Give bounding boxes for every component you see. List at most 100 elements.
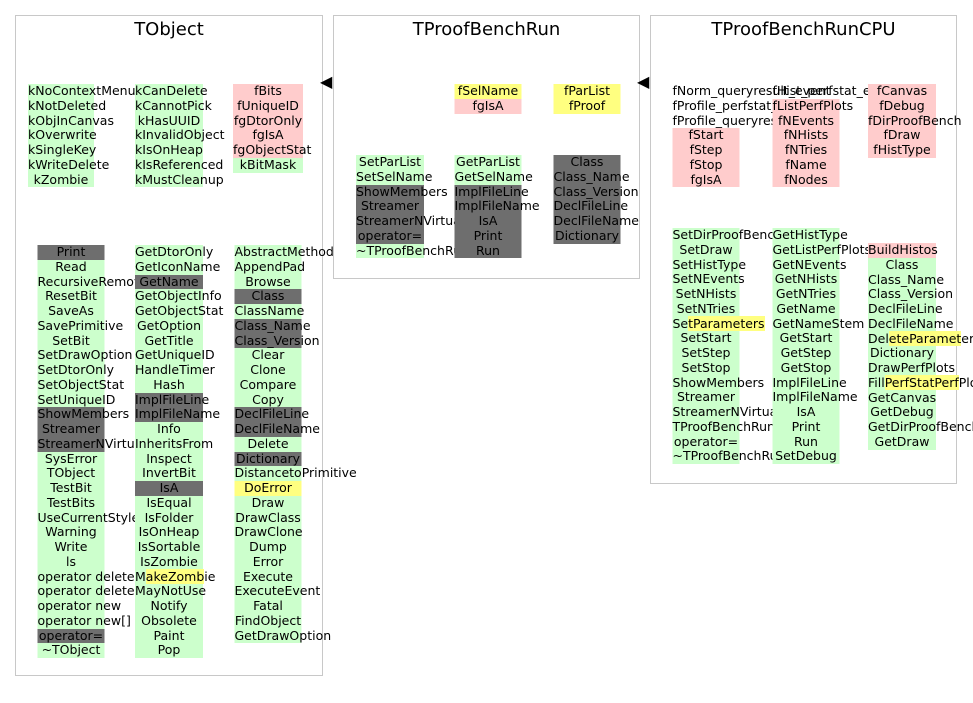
member-item: GetNameStem — [772, 316, 864, 332]
member-item: SetStart — [672, 330, 740, 346]
member-item: SetBit — [37, 333, 105, 349]
member-label: DeclFileName — [234, 421, 320, 436]
member-label: IsA — [159, 480, 179, 495]
member-swatch — [234, 495, 302, 511]
member-label: ~TObject — [41, 642, 101, 658]
member-item: operator= — [356, 228, 424, 244]
member-swatch — [233, 143, 303, 158]
member-label: kCanDelete — [135, 83, 208, 98]
member-item: DistancetoPrimitive — [234, 465, 357, 481]
member-label: kSingleKey — [28, 142, 97, 157]
member-item: SysError — [37, 451, 105, 467]
member-swatch — [37, 392, 105, 408]
member-item: DrawPerfPlots — [868, 360, 955, 376]
member-swatch — [37, 436, 105, 452]
member-label: fCanvas — [876, 83, 928, 98]
member-swatch — [672, 172, 740, 188]
member-label: Obsolete — [141, 612, 197, 628]
member-label: UseCurrentStyle — [37, 509, 140, 525]
member-swatch — [37, 289, 105, 304]
member-label: Class_Version — [868, 286, 954, 302]
member-label: fgObjectStat — [233, 142, 312, 157]
member-swatch — [234, 377, 302, 393]
member-item: kMustCleanup — [135, 172, 224, 188]
member-label: IsA — [796, 404, 816, 419]
member-item: RecursiveRemove — [37, 274, 149, 290]
member-item: Print — [37, 244, 105, 260]
member-label: GetDirProofBench — [868, 419, 973, 434]
member-swatch — [37, 643, 105, 658]
member-swatch — [868, 346, 936, 361]
member-item: fgIsA — [454, 98, 522, 114]
member-label: fListPerfPlots — [772, 97, 854, 113]
member-label: DeclFileLine — [553, 198, 629, 214]
member-label: DeleteParameters — [868, 330, 973, 346]
member-item: Warning — [37, 524, 105, 540]
member-swatch — [868, 302, 936, 317]
member-swatch — [135, 377, 203, 393]
member-label: TObject — [46, 465, 96, 481]
member-label: fgIsA — [690, 171, 722, 187]
member-label: Error — [252, 553, 284, 569]
member-item: SetObjectStat — [37, 377, 124, 393]
member-item: ImplFileName — [772, 389, 858, 405]
member-swatch — [234, 481, 302, 496]
member-item: fgIsA — [672, 171, 740, 188]
member-item: kNotDeleted — [28, 98, 106, 114]
member-swatch — [135, 143, 203, 158]
member-label: Warning — [45, 524, 97, 540]
member-swatch — [135, 407, 203, 422]
member-item: GetNTries — [772, 286, 840, 302]
member-item: ImplFileLine — [454, 184, 529, 200]
member-item: DeclFileLine — [234, 406, 309, 422]
member-swatch — [37, 245, 105, 260]
member-item: fDirProofBench — [868, 113, 962, 129]
member-label: Streamer — [360, 198, 420, 214]
member-label: GetNTries — [775, 286, 837, 301]
member-label: GetDrawOption — [234, 627, 332, 643]
member-label: GetIconName — [135, 258, 221, 274]
member-label: SaveAs — [48, 303, 94, 318]
member-item: kObjInCanvas — [28, 113, 114, 129]
member-swatch — [553, 199, 621, 214]
member-swatch — [135, 98, 203, 114]
member-label: DrawClone — [234, 524, 303, 540]
member-item: kWriteDelete — [28, 157, 109, 173]
member-swatch — [234, 613, 302, 629]
member-swatch — [672, 143, 740, 158]
inheritance-arrow-icon: ◀ — [637, 72, 650, 91]
member-label: kInvalidObject — [135, 127, 225, 143]
member-item: fgIsA — [233, 127, 303, 143]
member-item: Obsolete — [135, 612, 203, 629]
member-label: fgDtorOnly — [233, 112, 303, 128]
member-swatch — [234, 628, 302, 644]
member-label: Fatal — [253, 598, 283, 613]
member-swatch — [772, 301, 840, 317]
member-item: SetNHists — [672, 286, 740, 302]
member-label: fStart — [688, 127, 724, 143]
member-label: SetDraw — [679, 241, 733, 257]
member-item: Copy — [234, 392, 302, 408]
member-label: fDraw — [883, 127, 921, 143]
member-swatch — [234, 259, 302, 275]
member-label: GetListPerfPlots — [772, 241, 872, 257]
member-label: SetUniqueID — [37, 391, 116, 407]
member-label: GetNameStem — [772, 315, 865, 331]
member-label: Print — [56, 244, 86, 259]
member-item: ImplFileName — [135, 406, 220, 422]
member-item: SetNEvents — [672, 271, 745, 287]
member-item: fNHists — [772, 127, 840, 143]
member-item: Dictionary — [234, 451, 302, 467]
member-item: Compare — [234, 377, 302, 393]
member-label: GetObjectStat — [135, 303, 224, 318]
member-swatch — [672, 257, 740, 273]
member-swatch — [37, 584, 105, 599]
member-item: fgDtorOnly — [233, 112, 303, 129]
member-label: DeclFileName — [868, 315, 954, 331]
member-label: Hash — [153, 376, 185, 392]
member-item: kOverwrite — [28, 127, 97, 143]
